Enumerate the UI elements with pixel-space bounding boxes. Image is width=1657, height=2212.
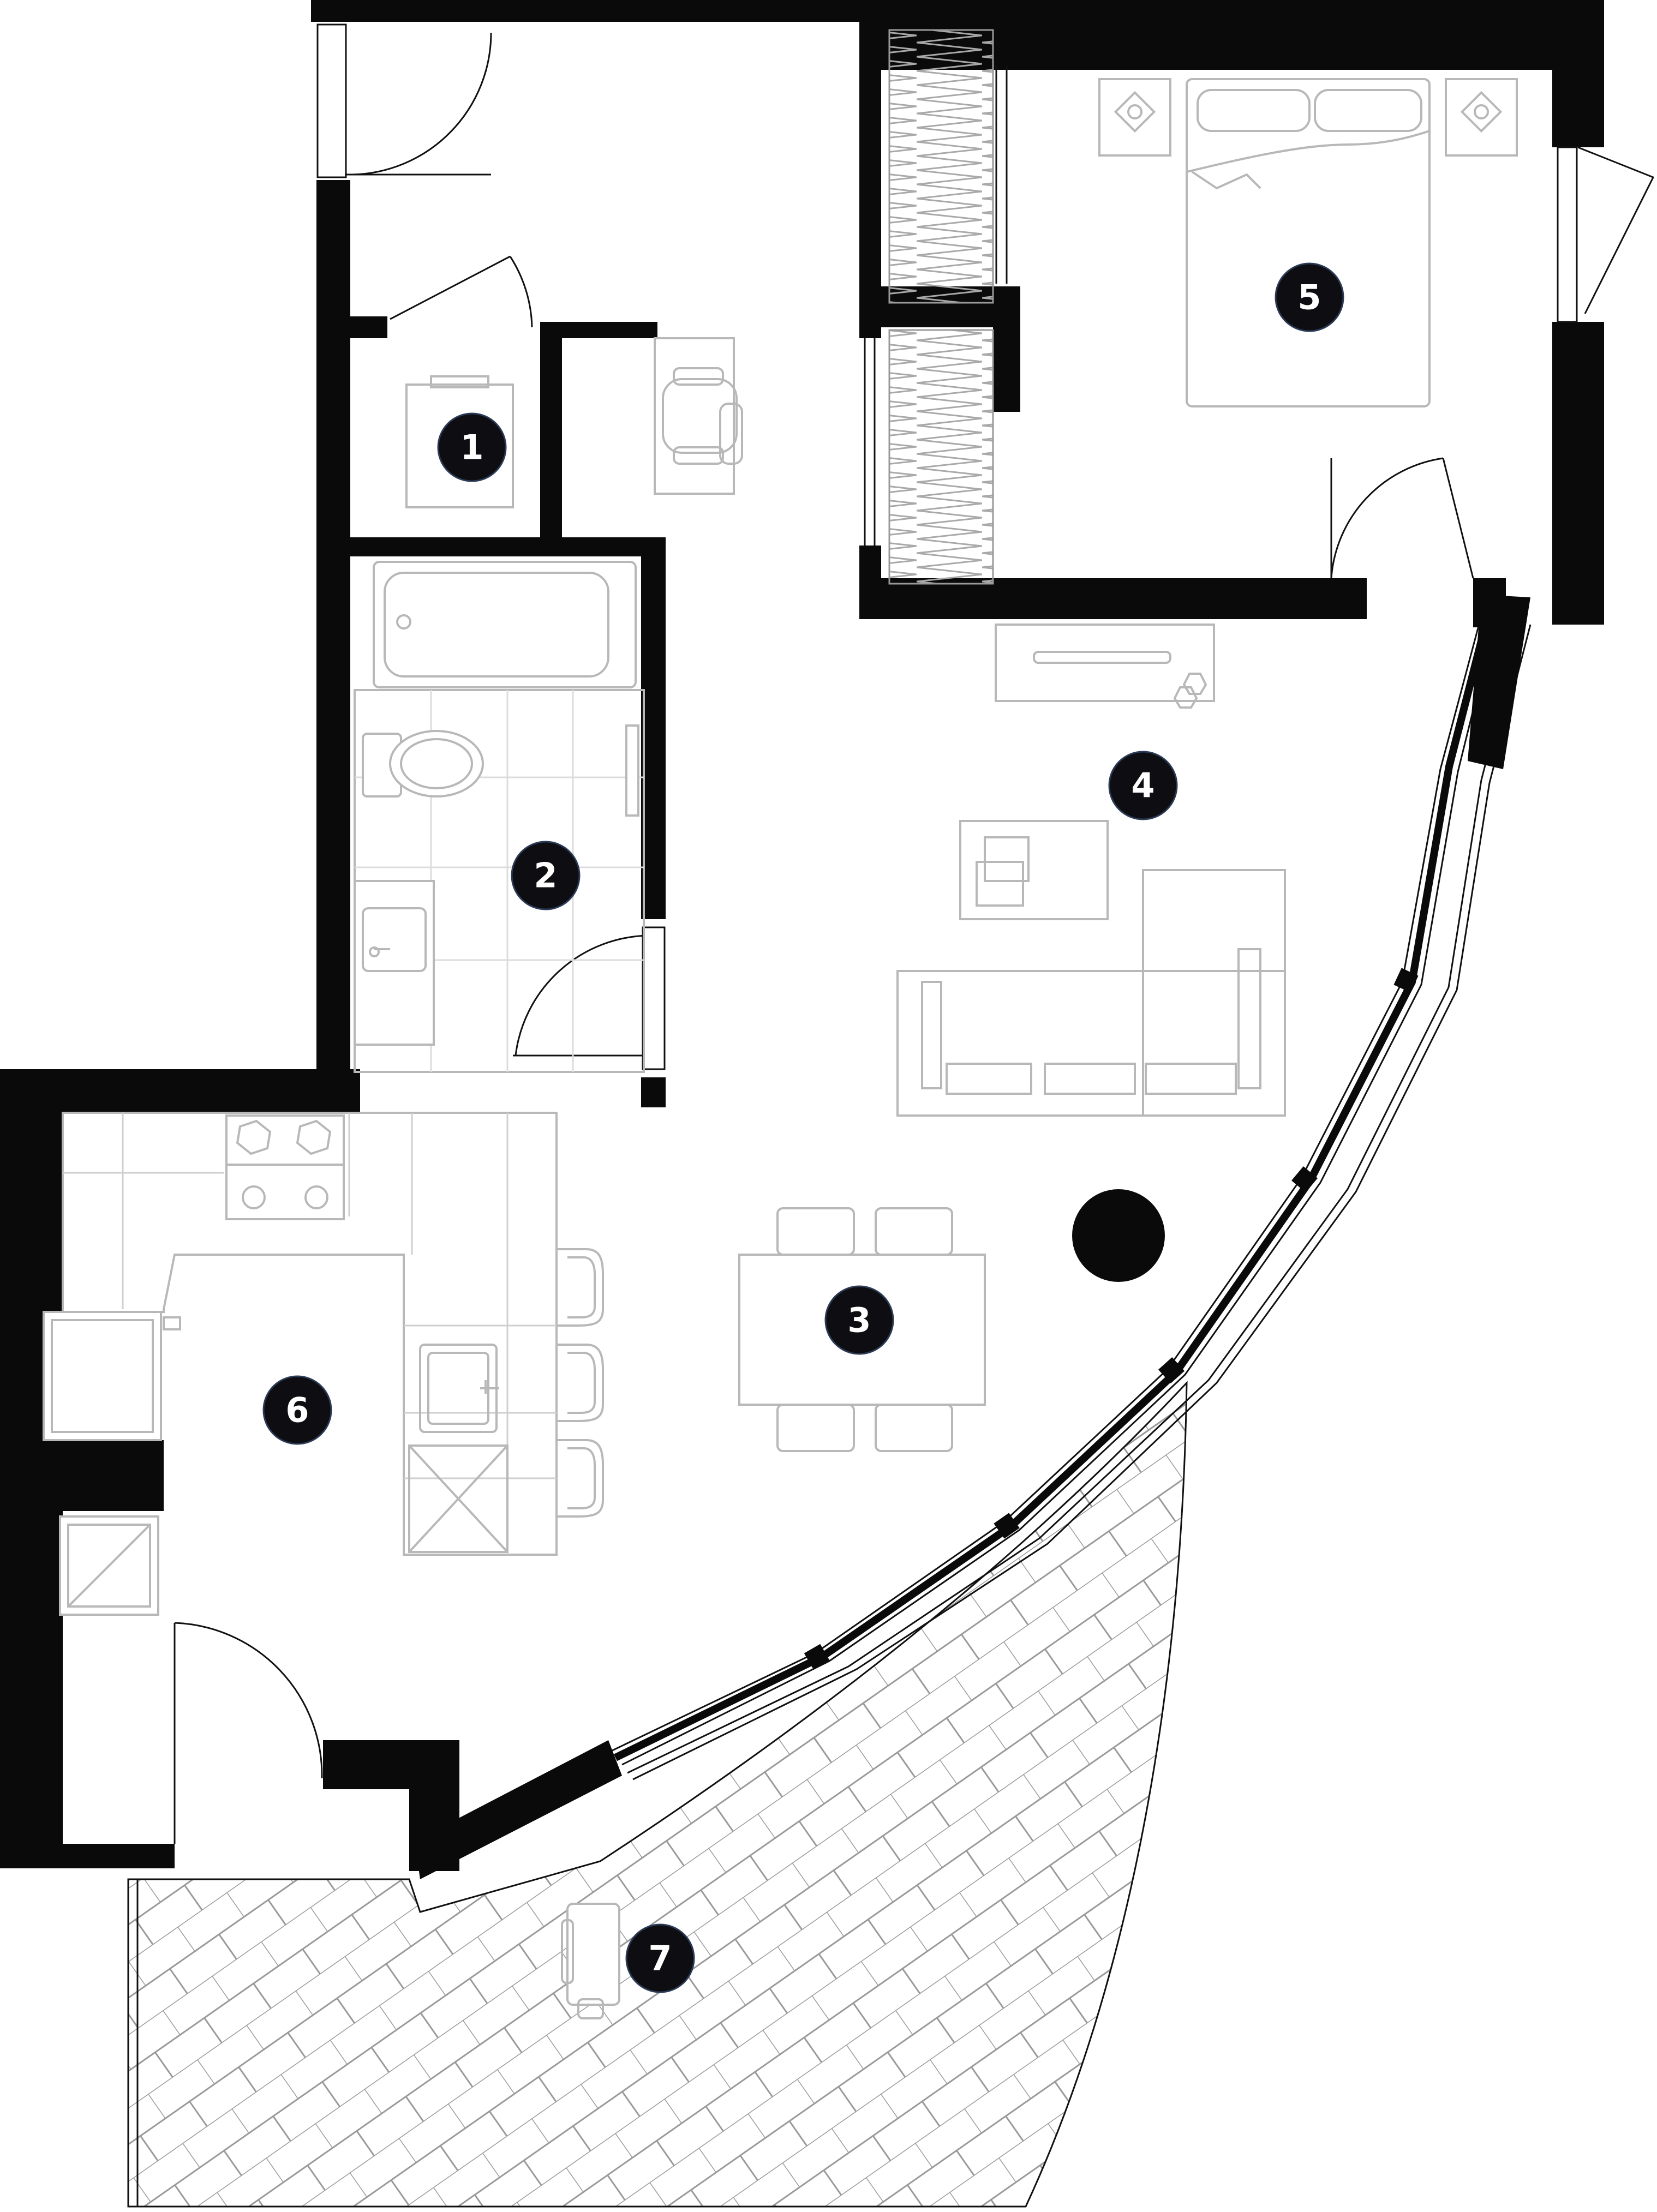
balcony-deck [127, 1381, 1188, 2208]
room-7-number: 7 [648, 1939, 672, 1979]
room-3-number: 3 [847, 1300, 871, 1340]
coffee-table [959, 820, 1109, 920]
structural-column [1072, 1189, 1165, 1282]
room-labels: 1 2 3 4 5 6 7 [262, 262, 1344, 1993]
room-2-number: 2 [534, 856, 557, 896]
cooktop [225, 1114, 345, 1220]
bedroom-side-door [1557, 146, 1655, 323]
furniture [43, 78, 1518, 2019]
room-3-badge: 3 [824, 1285, 894, 1355]
walls [0, 0, 1604, 1871]
sofa [896, 869, 1286, 1117]
bathtub [373, 561, 637, 688]
bed [1186, 78, 1431, 407]
room-4-badge: 4 [1108, 751, 1178, 820]
room-2-badge: 2 [511, 841, 581, 910]
doors [174, 23, 1655, 1844]
nightstand-left [1098, 78, 1171, 157]
tv-console [995, 624, 1215, 709]
room-7-badge: 7 [625, 1923, 695, 1993]
room-6-number: 6 [285, 1390, 309, 1430]
refrigerator [43, 1311, 181, 1441]
toilet [362, 730, 484, 798]
washer [405, 375, 514, 508]
balcony-chair [561, 1903, 620, 2019]
towel-rail [625, 724, 639, 817]
vanity [354, 880, 435, 1046]
bedroom-door [1330, 457, 1474, 579]
room-5-number: 5 [1297, 278, 1321, 317]
dining-table [738, 1207, 986, 1452]
desk-chair [654, 337, 743, 495]
dishwasher [408, 1444, 509, 1553]
wardrobes [864, 29, 1008, 585]
closet-door [390, 255, 533, 328]
room-5-badge: 5 [1275, 262, 1344, 332]
room-6-badge: 6 [262, 1375, 332, 1445]
room-1-number: 1 [460, 428, 483, 467]
kitchen-sink [419, 1344, 499, 1433]
bar-stools [557, 1248, 604, 1518]
oven [59, 1515, 159, 1616]
nightstand-right [1445, 78, 1518, 157]
balcony-door [174, 1622, 323, 1844]
bathroom-door [513, 926, 666, 1070]
room-1-badge: 1 [437, 412, 507, 482]
entry-door [316, 23, 492, 178]
room-4-number: 4 [1131, 766, 1154, 806]
curved-window-wall [415, 595, 1532, 1879]
